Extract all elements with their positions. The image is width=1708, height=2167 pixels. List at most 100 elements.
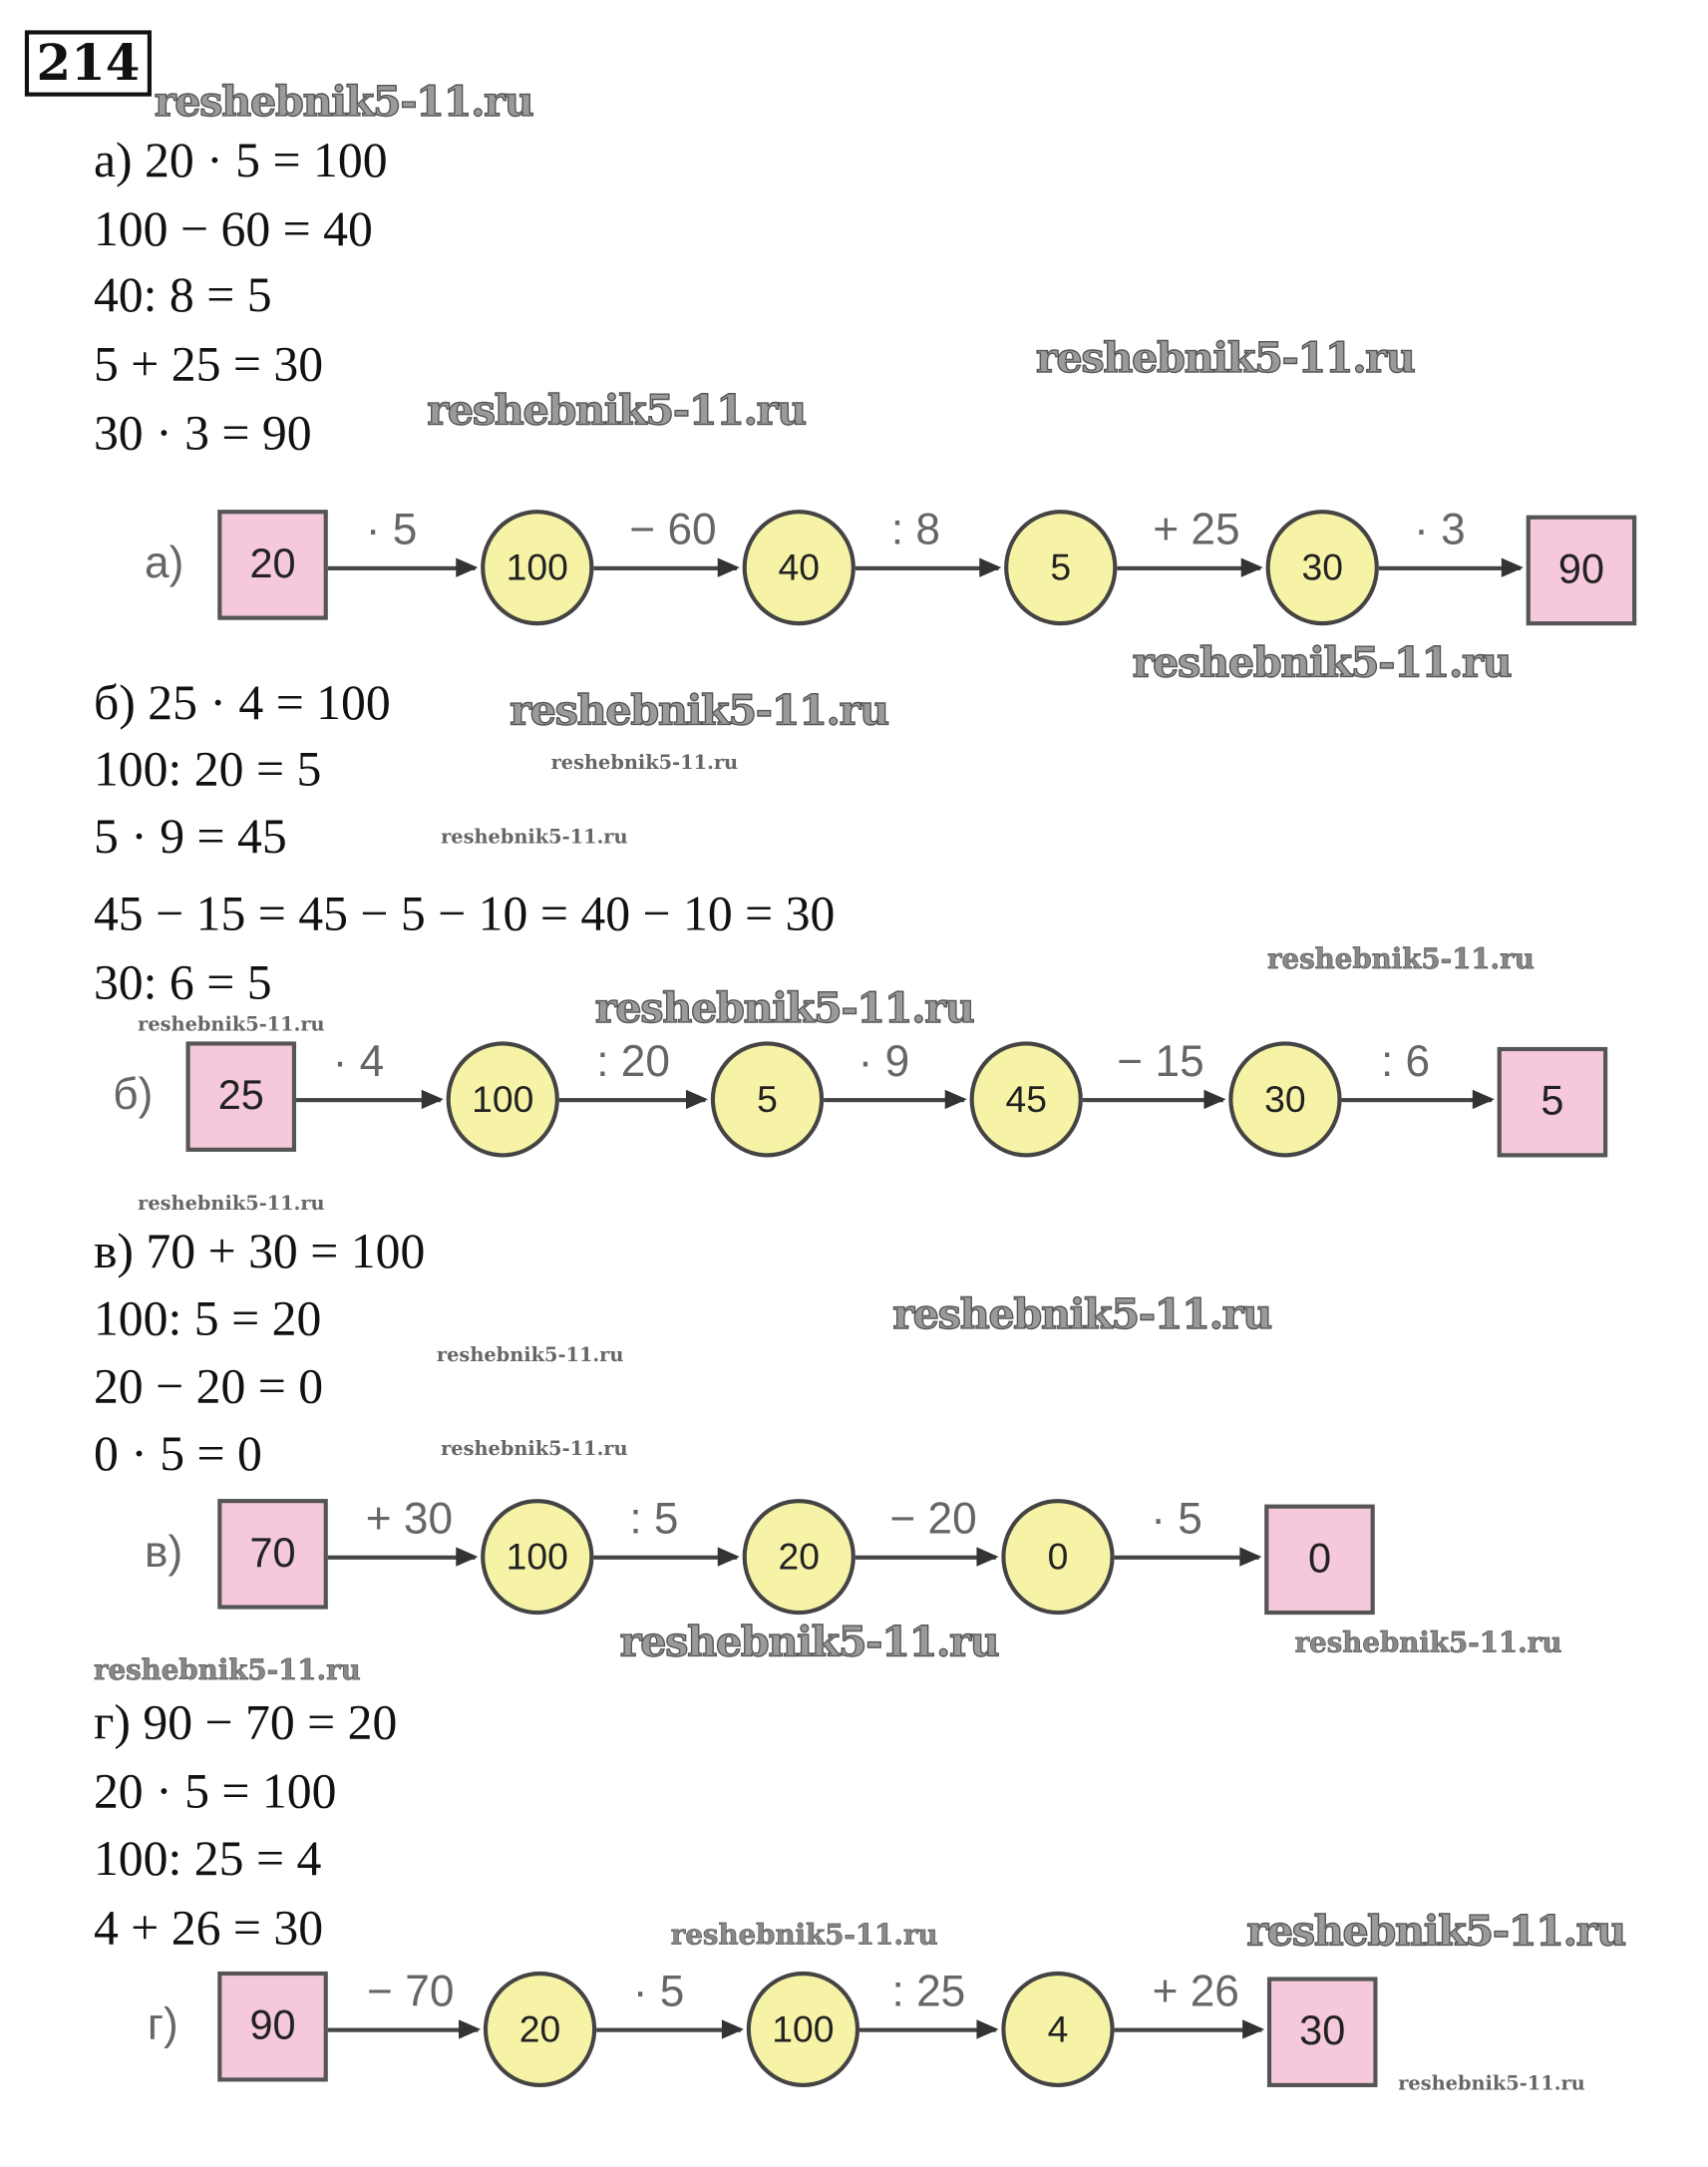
start-square: 70 — [217, 1499, 328, 1610]
arrow — [859, 2019, 999, 2039]
operation-label: : 25 — [891, 1966, 966, 2016]
equation-line: 100 − 60 = 40 — [93, 200, 373, 256]
value-circle: 30 — [1265, 510, 1379, 626]
equation-line: 45 − 15 = 45 − 5 − 10 = 40 − 10 = 30 — [93, 886, 836, 941]
equation-line: 100: 5 = 20 — [93, 1290, 322, 1346]
watermark: reshebnik5-11.ru — [441, 826, 628, 850]
arrow — [1082, 1089, 1226, 1110]
value-circle: 20 — [742, 1499, 855, 1616]
operation-label: : 5 — [629, 1493, 679, 1544]
watermark: reshebnik5-11.ru — [93, 1652, 362, 1686]
equation-line: 40: 8 = 5 — [93, 267, 272, 323]
equation-line: 5 · 9 = 45 — [93, 808, 287, 865]
watermark: reshebnik5-11.ru — [892, 1290, 1273, 1339]
arrow — [1117, 557, 1263, 577]
operation-label: : 6 — [1380, 1035, 1431, 1086]
arrow — [327, 557, 479, 577]
watermark: reshebnik5-11.ru — [427, 387, 808, 436]
operation-label: − 20 — [889, 1493, 977, 1544]
start-square: 20 — [217, 510, 328, 620]
operation-label: · 5 — [365, 504, 418, 554]
arrow — [854, 1547, 999, 1567]
operation-label: − 70 — [367, 1966, 455, 2016]
diagram-label: в) — [145, 1526, 183, 1577]
equation-line: 4 + 26 = 30 — [93, 1900, 324, 1956]
equation-line: 20 · 5 = 100 — [93, 1763, 337, 1819]
watermark: reshebnik5-11.ru — [1035, 334, 1416, 384]
operation-label: + 30 — [365, 1493, 454, 1544]
watermark: reshebnik5-11.ru — [441, 1438, 628, 1461]
equation-line: 5 + 25 = 30 — [93, 336, 324, 392]
operation-label: + 25 — [1153, 504, 1240, 554]
watermark: reshebnik5-11.ru — [436, 1344, 624, 1367]
arrow — [296, 1089, 444, 1110]
watermark: reshebnik5-11.ru — [550, 752, 739, 775]
operation-label: · 5 — [632, 1966, 685, 2016]
operation-label: · 5 — [1151, 1493, 1202, 1544]
watermark: reshebnik5-11.ru — [138, 1013, 325, 1036]
start-square: 25 — [185, 1041, 297, 1152]
watermark: reshebnik5-11.ru — [670, 1918, 938, 1952]
equation-line: г) 90 − 70 = 20 — [93, 1694, 398, 1750]
operation-label: − 15 — [1117, 1035, 1204, 1086]
diagram-label: а) — [145, 537, 184, 587]
value-circle: 20 — [483, 1971, 597, 2087]
watermark: reshebnik5-11.ru — [1266, 941, 1536, 976]
value-circle: 4 — [1001, 1971, 1115, 2087]
task-number: 214 — [24, 30, 152, 97]
watermark: reshebnik5-11.ru — [1246, 1908, 1627, 1957]
equation-line: в) 70 + 30 = 100 — [93, 1223, 426, 1279]
operation-label: · 3 — [1414, 504, 1466, 554]
equation-line: 20 − 20 = 0 — [93, 1358, 324, 1414]
arrow — [1378, 557, 1524, 577]
arrow — [1114, 1547, 1262, 1567]
watermark: reshebnik5-11.ru — [619, 1619, 1000, 1667]
watermark: reshebnik5-11.ru — [509, 687, 889, 736]
start-square: 90 — [217, 1971, 328, 2082]
equation-line: 0 · 5 = 0 — [93, 1425, 262, 1482]
value-circle: 100 — [481, 510, 594, 626]
equation-line: 100: 25 = 4 — [93, 1831, 322, 1887]
result-square: 90 — [1526, 515, 1637, 626]
equation-line: б) 25 · 4 = 100 — [93, 674, 391, 731]
watermark: reshebnik5-11.ru — [1294, 1625, 1562, 1659]
value-circle: 40 — [742, 510, 855, 626]
operation-label: : 8 — [890, 504, 940, 554]
operation-label: · 4 — [332, 1035, 385, 1086]
equation-line: 100: 20 = 5 — [93, 741, 322, 797]
diagram-label: г) — [147, 1998, 178, 2049]
value-circle: 100 — [481, 1499, 594, 1616]
arrow — [327, 1547, 479, 1567]
value-circle: 0 — [1001, 1499, 1115, 1616]
arrow — [824, 1089, 967, 1110]
watermark: reshebnik5-11.ru — [1132, 639, 1513, 688]
arrow — [1341, 1089, 1495, 1110]
value-circle: 100 — [446, 1041, 559, 1158]
watermark: reshebnik5-11.ru — [154, 78, 534, 128]
arrow — [327, 2019, 482, 2039]
arrow — [593, 557, 740, 577]
arrow — [1114, 2019, 1265, 2039]
operation-label: − 60 — [629, 504, 717, 554]
result-square: 30 — [1266, 1977, 1378, 2087]
diagram-label: б) — [113, 1069, 154, 1119]
result-square: 5 — [1497, 1046, 1608, 1158]
equation-line: 30 · 3 = 90 — [93, 405, 312, 461]
watermark: reshebnik5-11.ru — [138, 1193, 325, 1216]
watermark: reshebnik5-11.ru — [594, 984, 975, 1034]
operation-label: : 20 — [596, 1035, 670, 1086]
arrow — [593, 1547, 740, 1567]
value-circle: 5 — [710, 1041, 825, 1158]
value-circle: 5 — [1004, 510, 1118, 626]
watermark: reshebnik5-11.ru — [1398, 2073, 1585, 2096]
value-circle: 30 — [1228, 1041, 1342, 1158]
operation-label: + 26 — [1152, 1966, 1239, 2016]
arrow — [558, 1089, 709, 1110]
value-circle: 45 — [969, 1041, 1083, 1158]
equation-line: 30: 6 = 5 — [93, 954, 272, 1010]
operation-label: · 9 — [857, 1035, 910, 1086]
arrow — [596, 2019, 745, 2039]
result-square: 0 — [1264, 1504, 1375, 1616]
equation-line: а) 20 · 5 = 100 — [93, 132, 388, 187]
